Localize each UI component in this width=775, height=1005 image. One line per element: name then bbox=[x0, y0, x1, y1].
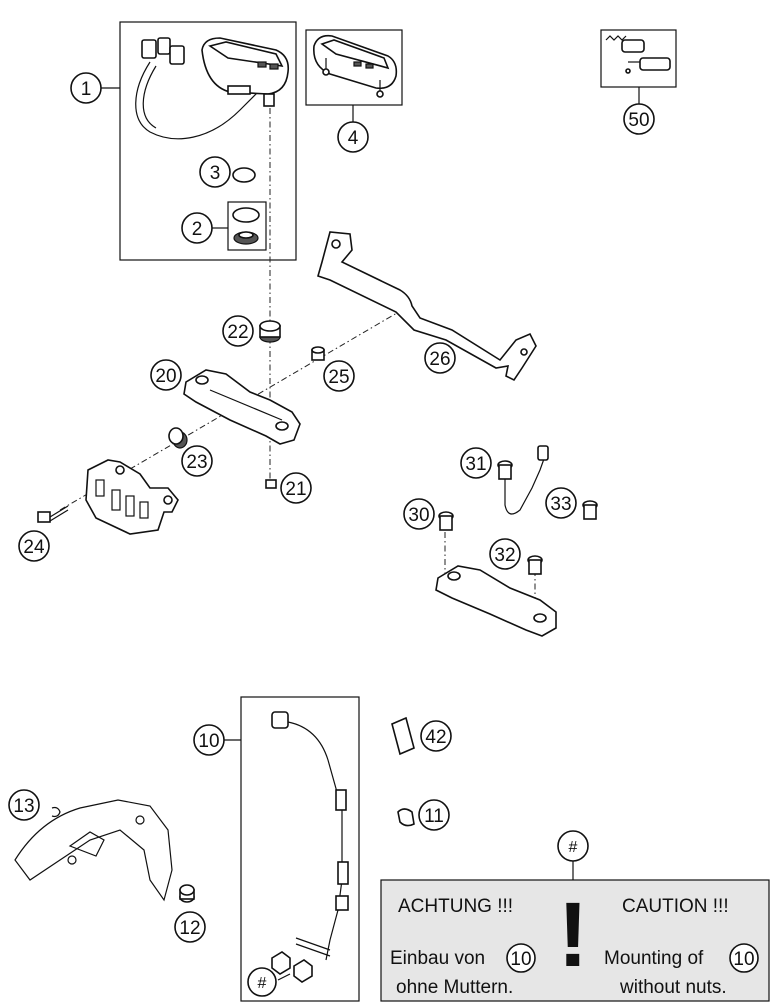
svg-text:22: 22 bbox=[227, 322, 248, 343]
svg-text:50: 50 bbox=[628, 110, 649, 131]
svg-text:23: 23 bbox=[186, 452, 207, 473]
bulb-socket-2-drawing bbox=[232, 207, 260, 245]
sealing-ring-3-drawing bbox=[232, 167, 256, 183]
svg-text:26: 26 bbox=[429, 349, 450, 370]
svg-text:32: 32 bbox=[494, 545, 515, 566]
svg-text:30: 30 bbox=[408, 505, 429, 526]
callout-32: 32 bbox=[489, 538, 521, 570]
svg-text:21: 21 bbox=[285, 479, 306, 500]
callout-22: 22 bbox=[222, 315, 254, 347]
callout-31: 31 bbox=[460, 447, 492, 479]
rubber-grommet-22-drawing bbox=[259, 320, 281, 343]
callout-30: 30 bbox=[403, 498, 435, 530]
svg-text:31: 31 bbox=[465, 454, 486, 475]
note-de-line2: ohne Muttern. bbox=[396, 977, 513, 998]
svg-text:24: 24 bbox=[23, 537, 45, 558]
spacer-sleeve-25-drawing bbox=[311, 346, 325, 361]
callout-hash-nuts: # bbox=[247, 967, 277, 997]
speedometer-unit-drawing bbox=[135, 37, 290, 140]
svg-text:11: 11 bbox=[424, 806, 444, 827]
kit-frame-10 bbox=[240, 696, 360, 1002]
callout-42: 42 bbox=[420, 720, 452, 752]
callout-26: 26 bbox=[424, 342, 456, 374]
note-de-line1: Einbau von bbox=[390, 948, 485, 969]
assembly-axes bbox=[59, 108, 536, 610]
callout-13: 13 bbox=[8, 789, 40, 821]
svg-text:#: # bbox=[569, 839, 578, 856]
svg-text:#: # bbox=[258, 975, 267, 992]
holding-bracket-26-drawing bbox=[317, 231, 537, 382]
nut-12-drawing bbox=[179, 884, 195, 903]
svg-text:10: 10 bbox=[198, 731, 219, 752]
kit-frame-1 bbox=[119, 21, 297, 261]
svg-text:13: 13 bbox=[13, 796, 34, 817]
svg-text:2: 2 bbox=[192, 219, 203, 240]
callout-hash-note: # bbox=[557, 830, 589, 862]
note-en-heading: CAUTION !!! bbox=[622, 896, 729, 917]
note-de-ref: 10 bbox=[510, 949, 531, 970]
kit-frame-4 bbox=[305, 29, 403, 106]
note-de-ref-circle bbox=[506, 943, 536, 973]
note-en-ref-circle bbox=[729, 943, 759, 973]
svg-text:3: 3 bbox=[210, 163, 221, 184]
callout-25: 25 bbox=[323, 360, 355, 392]
brake-disc-13-drawing bbox=[14, 799, 173, 902]
svg-text:12: 12 bbox=[179, 918, 200, 939]
cable-clip-11-drawing bbox=[397, 808, 415, 827]
bolt-21-drawing bbox=[265, 479, 277, 489]
kit-frame-2 bbox=[227, 201, 267, 251]
switch-31-drawing bbox=[497, 445, 549, 515]
push-button-30-drawing bbox=[438, 511, 454, 531]
callout-10: 10 bbox=[193, 724, 225, 756]
speedo-housing-4-drawing bbox=[313, 34, 398, 98]
holder-plate-20-drawing bbox=[183, 369, 301, 445]
svg-text:42: 42 bbox=[425, 727, 446, 748]
note-en-line1: Mounting of bbox=[604, 948, 704, 969]
callout-20: 20 bbox=[150, 359, 182, 391]
bolt-24-drawing bbox=[37, 505, 69, 523]
callout-21: 21 bbox=[280, 472, 312, 504]
svg-text:33: 33 bbox=[550, 494, 571, 515]
callout-4: 4 bbox=[337, 121, 369, 153]
push-button-33-drawing bbox=[582, 500, 598, 520]
callout-24: 24 bbox=[18, 530, 50, 562]
callout-50: 50 bbox=[623, 103, 655, 135]
note-en-ref: 10 bbox=[733, 949, 754, 970]
rubber-bush-23-drawing bbox=[168, 427, 188, 449]
callout-12: 12 bbox=[174, 911, 206, 943]
callout-3: 3 bbox=[199, 156, 231, 188]
caution-note-box bbox=[380, 879, 770, 1002]
lower-bracket-plate-drawing bbox=[85, 459, 179, 535]
svg-text:1: 1 bbox=[81, 79, 92, 100]
leader-lines bbox=[101, 87, 640, 981]
note-de-heading: ACHTUNG !!! bbox=[398, 896, 513, 917]
callout-1: 1 bbox=[70, 72, 102, 104]
note-exclamation-mark: ! bbox=[558, 884, 589, 986]
clip-42-drawing bbox=[391, 716, 415, 756]
callout-11: 11 bbox=[418, 799, 450, 831]
switch-holder-plate-drawing bbox=[435, 565, 557, 637]
callout-23: 23 bbox=[181, 445, 213, 477]
push-button-32-drawing bbox=[527, 555, 543, 575]
svg-text:25: 25 bbox=[328, 367, 349, 388]
note-en-line2: without nuts. bbox=[619, 977, 727, 998]
speed-sensor-cable-10-drawing bbox=[271, 711, 349, 983]
callout-33: 33 bbox=[545, 487, 577, 519]
svg-text:4: 4 bbox=[348, 128, 359, 149]
svg-text:20: 20 bbox=[155, 366, 176, 387]
callout-2: 2 bbox=[181, 212, 213, 244]
ignition-lock-50-drawing bbox=[605, 35, 671, 74]
